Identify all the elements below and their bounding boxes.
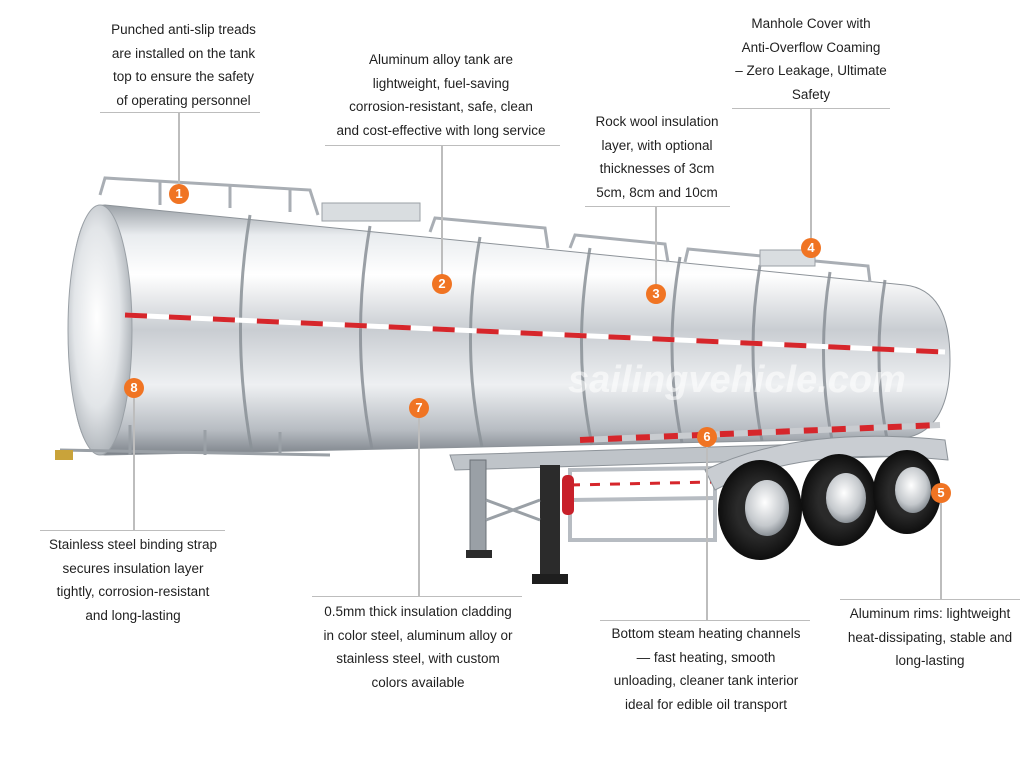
tank-body bbox=[67, 204, 951, 456]
callout-3-text: Rock wool insulation layer, with optiona… bbox=[583, 110, 731, 204]
callout-line: colors available bbox=[371, 674, 465, 690]
callout-6-text: Bottom steam heating channels — fast hea… bbox=[596, 622, 816, 716]
callout-line: top to ensure the safety bbox=[112, 69, 255, 84]
callout-line: secures insulation layer bbox=[62, 560, 204, 576]
callout-6-rule bbox=[600, 620, 810, 621]
callout-line: 5cm, 8cm and 10cm bbox=[596, 184, 718, 200]
callout-5-leader bbox=[940, 503, 942, 599]
callout-line: Aluminum rims: lightweight bbox=[849, 606, 1011, 621]
callout-line: and cost-effective with long service bbox=[336, 122, 546, 138]
chassis-frame bbox=[449, 422, 949, 542]
callout-line: — fast heating, smooth bbox=[636, 649, 776, 665]
callout-7-rule bbox=[312, 596, 522, 597]
callout-line: stainless steel, with custom bbox=[336, 651, 500, 666]
callout-8-rule bbox=[40, 530, 225, 531]
callout-line: corrosion-resistant, safe, clean bbox=[349, 99, 533, 114]
callout-6-leader bbox=[706, 447, 708, 620]
callout-line: of operating personnel bbox=[116, 92, 251, 108]
callout-badge-3: 3 bbox=[646, 284, 666, 304]
callout-line: lightweight, fuel-saving bbox=[372, 75, 510, 91]
callout-5-rule bbox=[840, 599, 1020, 600]
callout-7-text: 0.5mm thick insulation cladding in color… bbox=[305, 600, 531, 694]
callout-line: ideal for edible oil transport bbox=[624, 696, 788, 712]
callout-badge-4: 4 bbox=[801, 238, 821, 258]
callout-4-text: Manhole Cover with Anti-Overflow Coaming… bbox=[728, 12, 894, 106]
callout-line: Anti-Overflow Coaming bbox=[741, 39, 881, 55]
callout-badge-1: 1 bbox=[169, 184, 189, 204]
callout-line: Bottom steam heating channels bbox=[611, 626, 801, 641]
callout-3-leader bbox=[655, 206, 657, 284]
callout-8-text: Stainless steel binding strap secures in… bbox=[38, 533, 228, 627]
callout-line: tightly, corrosion-resistant bbox=[56, 584, 210, 599]
callout-line: Punched anti-slip treads bbox=[111, 22, 256, 37]
manhole-cover-box bbox=[759, 249, 816, 267]
callout-line: Rock wool insulation bbox=[595, 114, 719, 129]
landing-legs bbox=[466, 459, 568, 584]
callout-2-text: Aluminum alloy tank are lightweight, fue… bbox=[326, 48, 556, 142]
callout-line: thicknesses of 3cm bbox=[599, 161, 715, 176]
watermark: sailingvehicle.com bbox=[568, 359, 906, 401]
callout-line: 0.5mm thick insulation cladding bbox=[324, 604, 512, 619]
front-coupler bbox=[55, 450, 73, 460]
callout-line: are installed on the tank bbox=[111, 45, 256, 61]
front-brackets bbox=[59, 425, 331, 457]
callout-line: Safety bbox=[791, 86, 831, 102]
callout-line: and long-lasting bbox=[85, 607, 181, 623]
callout-1-rule bbox=[100, 112, 260, 113]
callout-7-leader bbox=[418, 418, 420, 596]
callout-5-text: Aluminum rims: lightweight heat-dissipat… bbox=[836, 602, 1024, 673]
callout-line: in color steel, aluminum alloy or bbox=[323, 627, 513, 643]
callout-1-text: Punched anti-slip treads are installed o… bbox=[96, 18, 271, 112]
callout-badge-8: 8 bbox=[124, 378, 144, 398]
callout-3-rule bbox=[585, 206, 730, 207]
manhole-cover-box bbox=[321, 202, 421, 222]
callout-badge-7: 7 bbox=[409, 398, 429, 418]
callout-line: long-lasting bbox=[895, 653, 965, 668]
callout-line: Manhole Cover with bbox=[751, 16, 871, 31]
callout-line: heat-dissipating, stable and bbox=[847, 629, 1013, 645]
callout-badge-6: 6 bbox=[697, 427, 717, 447]
callout-line: unloading, cleaner tank interior bbox=[613, 673, 799, 688]
callout-line: layer, with optional bbox=[601, 137, 713, 153]
wheels bbox=[718, 450, 941, 560]
callout-line: – Zero Leakage, Ultimate bbox=[735, 63, 887, 78]
callout-line: Stainless steel binding strap bbox=[48, 537, 218, 552]
callout-1-leader bbox=[178, 112, 180, 186]
callout-2-leader bbox=[441, 145, 443, 275]
callout-badge-2: 2 bbox=[432, 274, 452, 294]
callout-8-leader bbox=[133, 398, 135, 530]
callout-4-leader bbox=[810, 108, 812, 238]
callout-line: Aluminum alloy tank are bbox=[368, 52, 514, 67]
callout-badge-5: 5 bbox=[931, 483, 951, 503]
